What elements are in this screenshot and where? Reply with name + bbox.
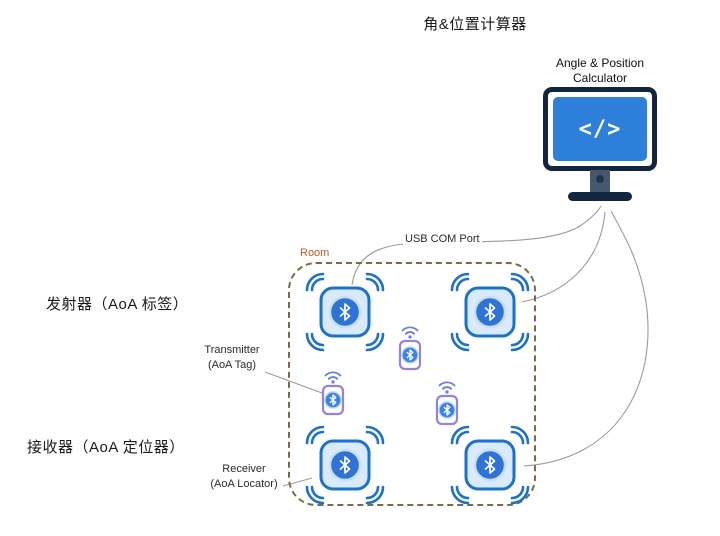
bluetooth-icon — [484, 303, 496, 321]
receiver-label-en-line1: Receiver — [222, 463, 266, 475]
transmitter-label-zh: 发射器（AoA 标签） — [46, 296, 189, 313]
code-icon: </> — [578, 116, 622, 142]
usb-wire-bottom-right — [523, 210, 649, 467]
transmitter-label-en: Transmitter (AoA Tag) — [186, 343, 278, 373]
monitor-base — [568, 192, 632, 201]
diagram-title: 角&位置计算器 — [423, 16, 527, 33]
signal-arcs-icon — [450, 425, 530, 505]
receiver-label-en: Receiver (AoA Locator) — [196, 462, 292, 492]
monitor-stand-dot — [596, 175, 604, 183]
wifi-signal-icon — [438, 381, 456, 394]
transmitter-pointer-line — [264, 371, 323, 394]
bluetooth-icon — [329, 394, 337, 406]
bluetooth-icon — [484, 456, 496, 474]
aoa-tag-device-left — [315, 366, 351, 423]
monitor-stand — [590, 170, 610, 192]
transmitter-label-en-line2: (AoA Tag) — [207, 359, 257, 371]
monitor-screen: </> — [553, 97, 647, 161]
aoa-tag-device-center — [429, 376, 465, 433]
monitor-frame: </> — [543, 87, 657, 171]
bluetooth-icon — [406, 349, 414, 361]
wifi-signal-icon — [401, 326, 419, 339]
usb-com-port-label: USB COM Port — [403, 233, 482, 245]
signal-arcs-icon — [305, 425, 385, 505]
receiver-device-bottom-right — [448, 423, 532, 512]
receiver-device-top-right — [448, 270, 532, 359]
transmitter-label-en-line1: Transmitter — [204, 344, 260, 356]
calculator-caption-line2: Calculator — [572, 71, 628, 85]
room-label: Room — [300, 247, 330, 259]
calculator-caption: Angle & Position Calculator — [533, 56, 667, 86]
usb-wire-top-left — [351, 205, 602, 286]
room-boundary — [288, 262, 536, 506]
bluetooth-icon — [339, 456, 351, 474]
aoa-tag-device-center-top — [392, 321, 428, 378]
wifi-signal-icon — [324, 371, 342, 384]
receiver-device-top-left — [303, 270, 387, 359]
bluetooth-icon — [339, 303, 351, 321]
receiver-device-bottom-left — [303, 423, 387, 512]
monitor-icon: </> — [540, 87, 660, 201]
receiver-label-en-line2: (AoA Locator) — [210, 478, 278, 490]
calculator-caption-line1: Angle & Position — [555, 56, 645, 70]
signal-arcs-icon — [450, 272, 530, 352]
signal-arcs-icon — [305, 272, 385, 352]
receiver-label-zh: 接收器（AoA 定位器） — [27, 439, 185, 456]
bluetooth-icon — [443, 404, 451, 416]
